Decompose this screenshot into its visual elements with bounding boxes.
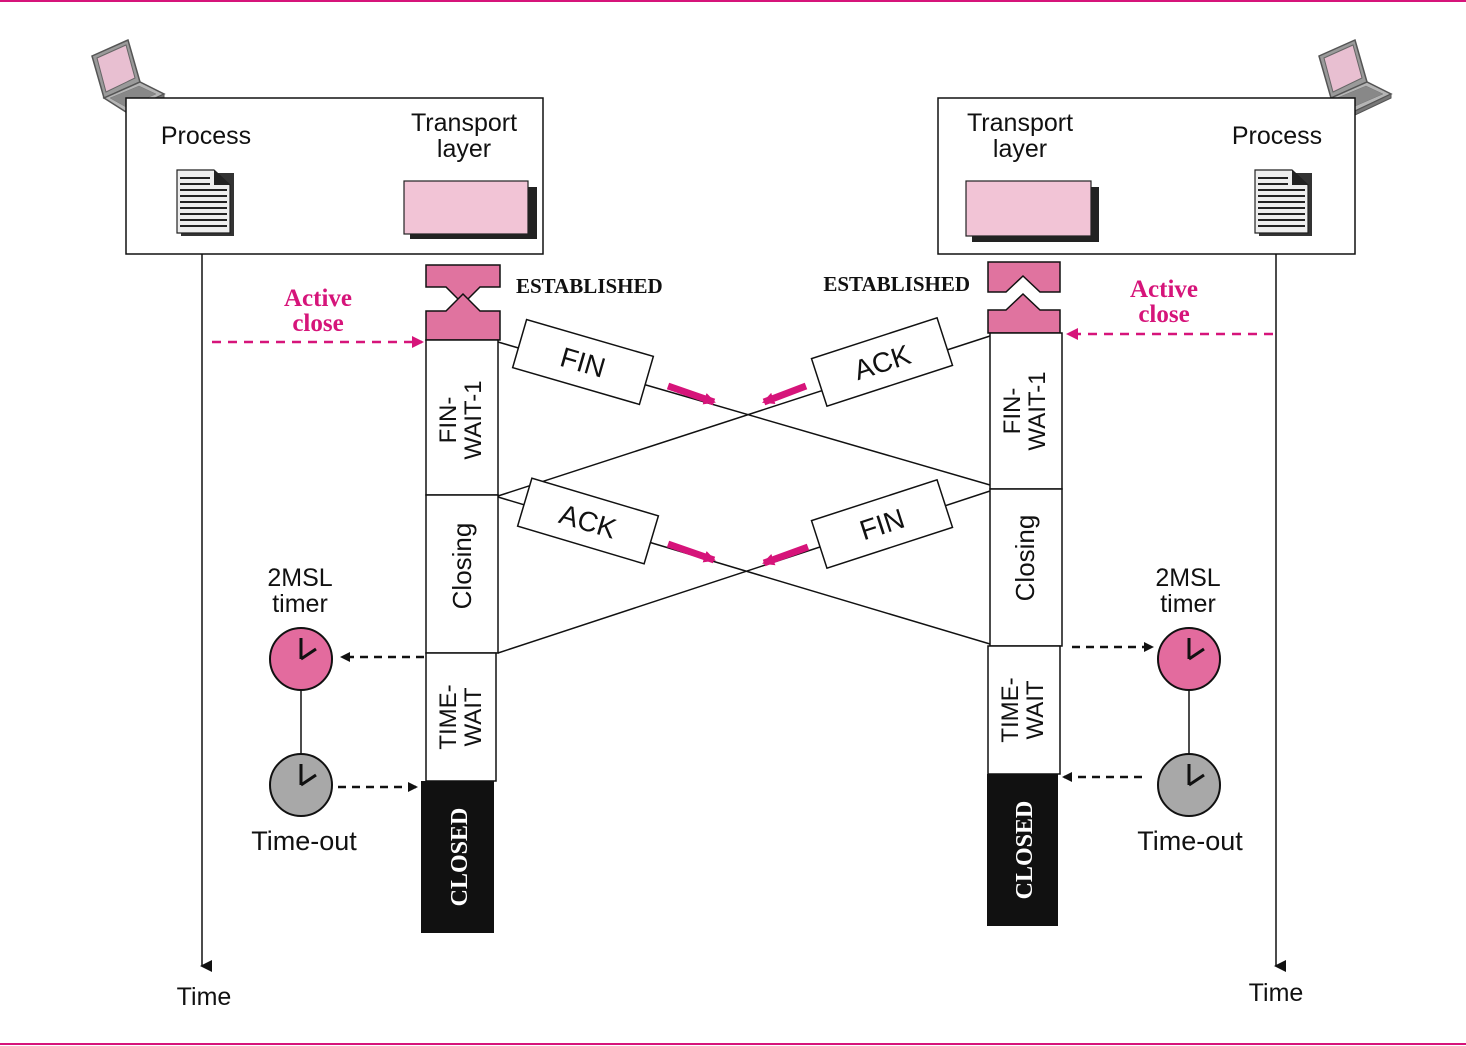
timer-label-line1: 2MSL: [267, 564, 332, 592]
state-closing-label: Closing: [447, 523, 477, 610]
state-fin-wait-1-line1: FIN-: [435, 397, 462, 444]
right-host: Transport layer Process Time EST: [823, 38, 1393, 1007]
fin-right-direction-arrow: [762, 543, 810, 567]
state-fin-wait-1: [989, 332, 1063, 490]
state-closing: [989, 488, 1063, 647]
fin-left-segment: FIN: [511, 318, 655, 406]
established-label: ESTABLISHED: [516, 274, 663, 298]
established-band-bottom: [425, 292, 501, 341]
established-band-top: [987, 261, 1061, 293]
time-label: Time: [177, 983, 232, 1011]
transport-layer-box: [965, 180, 1092, 237]
fin-right-segment: FIN: [810, 478, 954, 570]
timer-label-line2: timer: [1160, 590, 1216, 618]
active-close-line2: close: [1138, 301, 1189, 328]
transport-layer-box: [403, 180, 529, 235]
timer-label-line2: timer: [272, 590, 328, 618]
left-host: Process Transport layer Time: [91, 38, 663, 1011]
state-fin-wait-1: [425, 339, 499, 496]
state-closed-label: CLOSED: [1012, 801, 1038, 900]
active-close-line1: Active: [284, 285, 352, 312]
document-icon: [1254, 169, 1312, 236]
state-fin-wait-1-line2: WAIT-1: [460, 380, 487, 459]
active-close-line1: Active: [1130, 276, 1198, 303]
state-closing-label: Closing: [1010, 515, 1040, 602]
state-time-wait: [987, 645, 1061, 775]
fin-left-direction-arrow: [666, 382, 716, 406]
transport-label-line1: Transport: [967, 109, 1073, 137]
timeout-label: Time-out: [1137, 826, 1243, 856]
timeout-clock-icon: [1157, 753, 1221, 817]
state-closed-label: CLOSED: [447, 808, 473, 907]
laptop-icon: [1318, 38, 1393, 117]
state-fin-wait-1-line1: FIN-: [999, 388, 1026, 435]
established-label: ESTABLISHED: [823, 272, 970, 296]
time-label: Time: [1249, 979, 1304, 1007]
process-label: Process: [1232, 122, 1322, 150]
state-fin-wait-1-line2: WAIT-1: [1024, 371, 1051, 450]
ack-left-direction-arrow: [666, 540, 716, 564]
state-closing: [425, 494, 499, 654]
state-time-wait: [425, 652, 497, 782]
ack-left-segment: ACK: [516, 477, 660, 565]
active-close-line2: close: [292, 310, 343, 337]
transport-label-line2: layer: [993, 135, 1047, 163]
state-closed: [987, 774, 1058, 926]
transport-label-line1: Transport: [411, 109, 517, 137]
state-closed: [421, 781, 494, 933]
timer-label-line1: 2MSL: [1155, 564, 1220, 592]
timer-start-clock-icon: [269, 627, 333, 691]
timeout-label: Time-out: [251, 826, 357, 856]
timeout-clock-icon: [269, 753, 333, 817]
state-time-wait-line2: WAIT: [1022, 680, 1049, 739]
established-band-bottom: [987, 292, 1061, 334]
process-label: Process: [161, 122, 251, 150]
timer-start-clock-icon: [1157, 627, 1221, 691]
document-icon: [176, 169, 234, 236]
state-time-wait-line2: WAIT: [460, 687, 487, 746]
transport-label-line2: layer: [437, 135, 491, 163]
ack-right-direction-arrow: [762, 382, 808, 406]
ack-right-segment: ACK: [810, 316, 954, 408]
established-band-top: [425, 264, 501, 306]
state-time-wait-line1: TIME-: [997, 677, 1024, 742]
state-time-wait-line1: TIME-: [435, 684, 462, 749]
